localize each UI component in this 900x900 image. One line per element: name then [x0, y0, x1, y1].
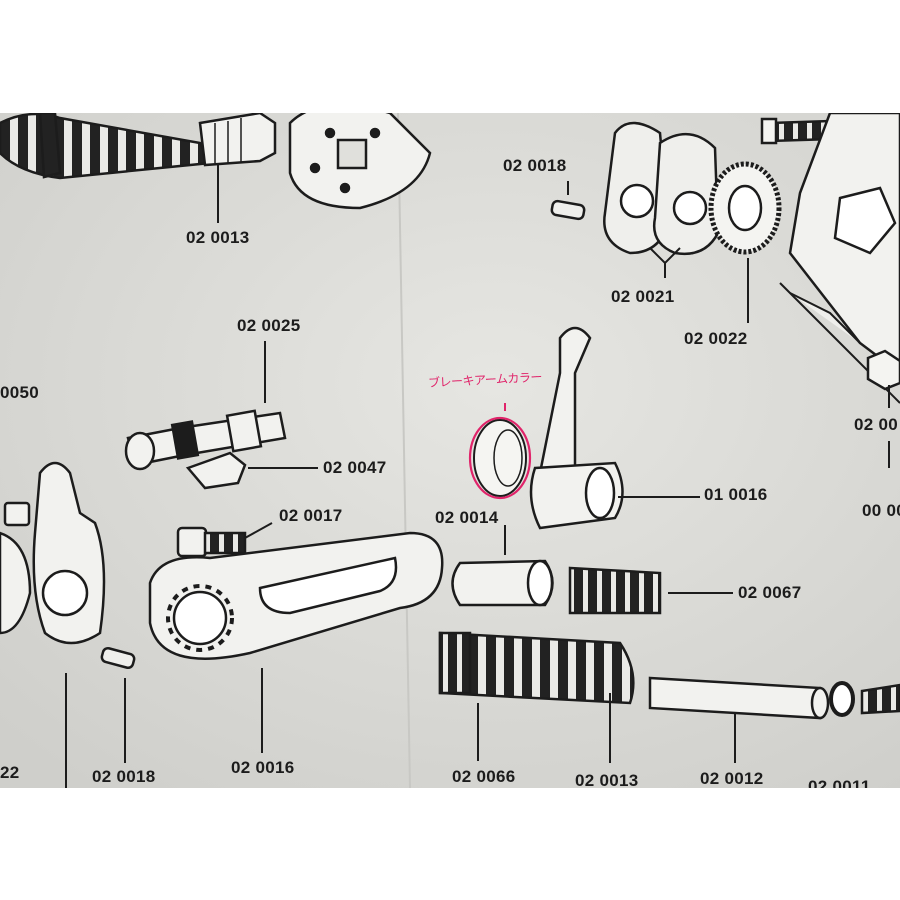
part-label: 02 0013: [186, 228, 250, 247]
part-label: 02 00: [854, 415, 899, 434]
pin-bottom-left: [100, 646, 136, 670]
parts-group-top-right: [550, 113, 900, 404]
part-label: 02 0011: [808, 777, 871, 788]
part-label: 22: [0, 763, 20, 782]
rubber-02-0066: [438, 631, 635, 705]
spring-02-0067: [568, 566, 662, 615]
plate-left-edge: [0, 531, 32, 635]
parts-drawing: [0, 113, 900, 788]
part-label: 02 0021: [611, 287, 675, 306]
cap-screw-02-0017: [176, 526, 208, 558]
part-label: 02 0047: [323, 458, 387, 477]
threaded-stub-right: [860, 683, 900, 715]
parts-group-center: [438, 326, 900, 720]
collar-annotation-circle: [468, 416, 532, 500]
collar-outline: [473, 419, 527, 497]
leader-lines: [65, 165, 890, 788]
part-label: 02 0022: [684, 329, 748, 348]
parts-group-middle: [0, 409, 444, 670]
part-label: 02 0016: [231, 758, 295, 777]
part-label: 02 0067: [738, 583, 802, 602]
part-label: 02 0066: [452, 767, 516, 786]
parts-diagram-sheet: 02 0013 02 0018 02 0021 02 0022 02 0025 …: [0, 113, 900, 788]
parts-group-top-left: [0, 113, 432, 210]
part-label: 02 0012: [700, 769, 764, 788]
part-label: 02 0018: [92, 767, 156, 786]
pin-top: [550, 199, 586, 221]
part-label: 01 0016: [704, 485, 768, 504]
part-label: 00 00: [862, 501, 900, 520]
part-label: 0050: [0, 383, 40, 402]
washer-02-0011: [829, 681, 855, 717]
part-label: 02 0025: [237, 316, 301, 335]
part-label: 02 0017: [279, 506, 343, 525]
clip-02-0047: [185, 451, 247, 490]
part-label: 02 0013: [575, 771, 639, 788]
nut-right: [866, 349, 900, 391]
threaded-stub-top: [198, 113, 277, 167]
part-label: 02 0014: [435, 508, 499, 527]
part-label: 02 0018: [503, 156, 567, 175]
cap-screw-left: [3, 501, 31, 527]
